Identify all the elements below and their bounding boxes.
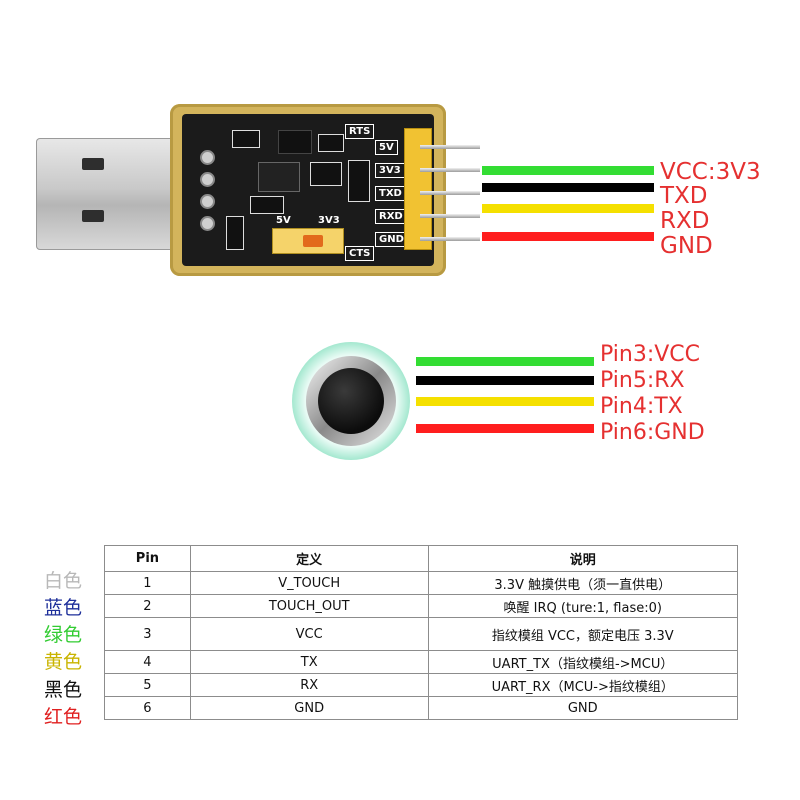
wire-color-label: 蓝色	[44, 597, 83, 619]
jumper-label-5v: 5V	[276, 215, 291, 226]
header-pin-label: RXD	[375, 209, 407, 224]
table-cell-definition: TOUCH_OUT	[189, 594, 429, 618]
sensor-wire-label-vcc: Pin3:VCC	[600, 342, 701, 367]
board-pad	[200, 172, 215, 187]
board-ch340-chip	[258, 162, 300, 192]
table-row: 5 RX UART_RX（MCU->指纹模组）	[104, 673, 739, 697]
sensor-wire-label-tx: Pin4:TX	[600, 394, 683, 419]
board-pad	[200, 216, 215, 231]
table-row: 6 GND GND	[104, 696, 739, 720]
wire-color-label: 白色	[44, 570, 83, 592]
usb-wire-gnd	[482, 232, 654, 241]
table-cell-pin: 4	[104, 650, 191, 674]
jumper-cap[interactable]	[303, 235, 323, 247]
header-pin-rxd	[420, 214, 480, 218]
table-cell-description: 唤醒 IRQ (ture:1, flase:0)	[427, 594, 739, 618]
table-row: 1 V_TOUCH 3.3V 触摸供电（须一直供电）	[104, 571, 739, 595]
table-cell-definition: TX	[189, 650, 429, 674]
table-row: 3 VCC 指纹模组 VCC，额定电压 3.3V	[104, 617, 739, 651]
table-cell-description: 3.3V 触摸供电（须一直供电）	[427, 571, 739, 595]
header-pin-label: 3V3	[375, 163, 405, 178]
wire-color-label: 红色	[44, 706, 83, 728]
pin-definition-table: Pin 定义 说明 1 V_TOUCH 3.3V 触摸供电（须一直供电） 2 T…	[104, 545, 739, 720]
table-cell-description: UART_TX（指纹模组->MCU）	[427, 650, 739, 674]
usb-wire-txd	[482, 183, 654, 192]
table-cell-pin: 3	[104, 617, 191, 651]
jumper-label-3v3: 3V3	[318, 215, 340, 226]
table-header-row: Pin 定义 说明	[104, 545, 739, 572]
board-capacitor	[250, 196, 284, 214]
table-cell-pin: 6	[104, 696, 191, 720]
header-pin-5v	[420, 145, 480, 149]
table-header-pin: Pin	[104, 545, 191, 572]
board-led	[318, 134, 344, 152]
header-pin-3v3	[420, 168, 480, 172]
header-pin-label: TXD	[375, 186, 406, 201]
header-pin-gnd	[420, 237, 480, 241]
sensor-wire-gnd	[416, 424, 594, 433]
table-cell-pin: 2	[104, 594, 191, 618]
board-crystal	[278, 130, 312, 154]
table-cell-definition: GND	[189, 696, 429, 720]
sensor-wire-tx	[416, 397, 594, 406]
usb-wire-label-rxd: RXD	[660, 208, 710, 234]
usb-a-plug	[36, 138, 186, 250]
table-cell-definition: V_TOUCH	[189, 571, 429, 595]
table-cell-description: 指纹模组 VCC，额定电压 3.3V	[427, 617, 739, 651]
voltage-jumper-block[interactable]	[272, 228, 344, 254]
board-pad	[200, 194, 215, 209]
header-pin-label: GND	[375, 232, 408, 247]
board-capacitor	[232, 130, 260, 148]
wire-color-label: 黑色	[44, 679, 83, 701]
usb-plug-slot	[82, 210, 104, 222]
usb-plug-slot	[82, 158, 104, 170]
fingerprint-sensor-pad	[318, 368, 384, 434]
usb-wire-vcc	[482, 166, 654, 175]
table-cell-definition: VCC	[189, 617, 429, 651]
sensor-wire-label-gnd: Pin6:GND	[600, 420, 705, 445]
table-cell-pin: 1	[104, 571, 191, 595]
table-cell-pin: 5	[104, 673, 191, 697]
board-resistor	[310, 162, 342, 186]
usb-wire-label-vcc: VCC:3V3	[660, 159, 761, 185]
wire-color-label: 绿色	[44, 624, 83, 646]
wire-color-label: 黄色	[44, 651, 83, 673]
silk-label-rts: RTS	[345, 124, 375, 139]
sensor-wire-label-rx: Pin5:RX	[600, 368, 685, 393]
table-header-description: 说明	[427, 545, 739, 572]
table-header-definition: 定义	[189, 545, 429, 572]
silk-label-cts: CTS	[345, 246, 375, 261]
usb-wire-label-txd: TXD	[660, 183, 708, 209]
table-row: 4 TX UART_TX（指纹模组->MCU）	[104, 650, 739, 674]
board-capacitor	[226, 216, 244, 250]
usb-wire-rxd	[482, 204, 654, 213]
table-cell-definition: RX	[189, 673, 429, 697]
header-pin-label: 5V	[375, 140, 398, 155]
header-pin-txd	[420, 191, 480, 195]
board-pad	[200, 150, 215, 165]
table-row: 2 TOUCH_OUT 唤醒 IRQ (ture:1, flase:0)	[104, 594, 739, 618]
sensor-wire-rx	[416, 376, 594, 385]
sensor-wire-vcc	[416, 357, 594, 366]
table-cell-description: UART_RX（MCU->指纹模组）	[427, 673, 739, 697]
board-resistor	[348, 160, 370, 202]
usb-wire-label-gnd: GND	[660, 233, 713, 259]
table-cell-description: GND	[427, 696, 739, 720]
